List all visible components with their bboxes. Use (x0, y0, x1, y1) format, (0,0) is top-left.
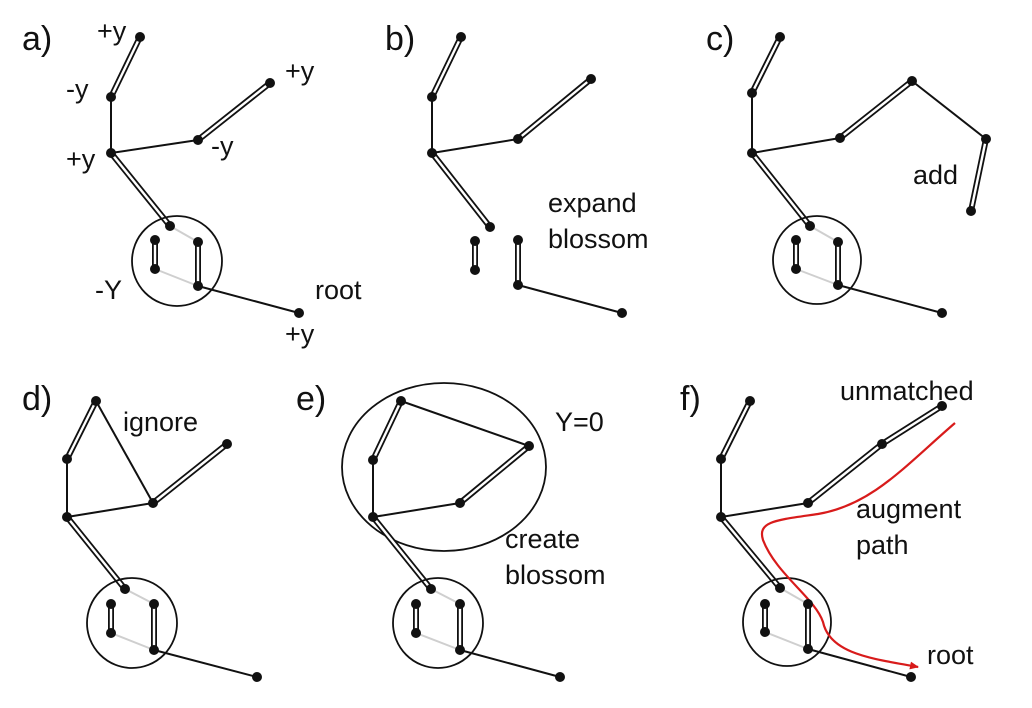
panel-d-blossom-circle (86, 577, 178, 669)
panel-a-label-root-y: +y (285, 319, 315, 349)
panel-a-letter: a) (22, 20, 52, 58)
panel-f-label-augment: augment (856, 494, 962, 524)
panel-f: f) (680, 376, 974, 682)
panel-e-edges (370, 399, 561, 678)
panel-c-blossom-circle (772, 215, 862, 305)
panel-f-label-unmatched: unmatched (840, 376, 974, 406)
panel-a-nodes (106, 32, 304, 318)
panel-a-blossom-circle (131, 215, 223, 307)
panel-a: a) (22, 16, 362, 349)
panel-f-augment-path-arrow (760, 422, 956, 670)
panel-f-label-path: path (856, 530, 909, 560)
panel-f-nodes (716, 396, 947, 682)
panel-d-label-ignore: ignore (123, 407, 198, 437)
panel-c-nodes (747, 32, 991, 318)
panel-e-blossom-circle (392, 577, 484, 669)
panel-f-blossom-circle (742, 577, 832, 667)
panel-a-label-plus-y-right: +y (285, 56, 315, 86)
panel-e-label-y-zero: Y=0 (555, 407, 604, 437)
panel-a-label-root: root (315, 275, 362, 305)
panel-b: b) expa (385, 20, 649, 318)
panel-f-label-root: root (927, 640, 974, 670)
panel-e-letter: e) (296, 380, 326, 418)
panel-a-label-blossom-y: -Y (95, 275, 122, 305)
panel-b-label-expand: expand (548, 188, 637, 218)
panel-c-label-add: add (913, 160, 958, 190)
panel-a-label-minus-y-right: -y (211, 131, 234, 161)
panel-a-label-plus-y-hub: +y (66, 144, 96, 174)
panel-c-letter: c) (706, 20, 734, 58)
panel-f-letter: f) (680, 380, 701, 418)
panel-b-nodes (427, 32, 627, 318)
panel-d: d) (22, 380, 262, 682)
panel-d-nodes (62, 396, 262, 682)
panel-d-letter: d) (22, 380, 52, 418)
panel-c-edges (749, 35, 989, 314)
panel-e-new-blossom-ellipse (341, 382, 547, 552)
panel-b-letter: b) (385, 20, 415, 58)
panel-e-label-create: create (505, 524, 580, 554)
panel-a-label-minus-y: -y (66, 74, 89, 104)
panel-f-edges (718, 399, 944, 678)
panel-a-label-plus-y-top: +y (97, 16, 127, 46)
panel-e: e) (296, 380, 606, 682)
panel-b-label-blossom: blossom (548, 224, 649, 254)
panel-e-nodes (368, 396, 565, 682)
panel-e-label-blossom: blossom (505, 560, 606, 590)
panel-c: c) (706, 20, 991, 318)
